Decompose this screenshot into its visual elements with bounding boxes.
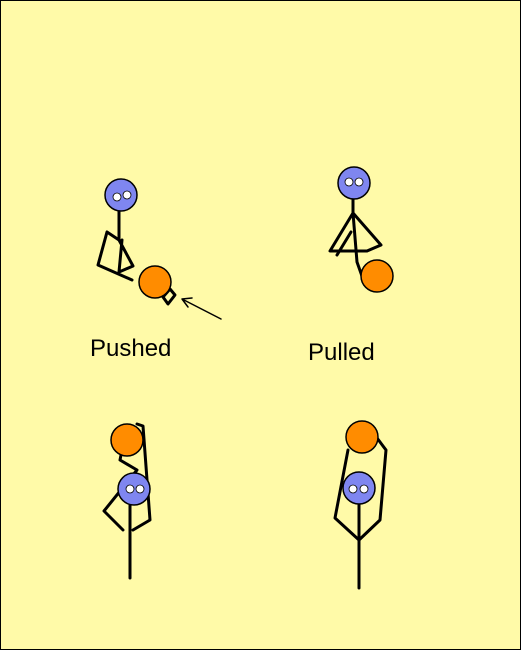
figure-pushed-top-body (98, 212, 133, 280)
figure-pushed-bottom (104, 424, 150, 578)
figure-pushed-top (98, 179, 221, 319)
label-pushed: Pushed (90, 337, 171, 361)
label-pulled: Pulled (308, 341, 375, 365)
ball-pulled-top (361, 260, 393, 292)
head-pushed-top (105, 179, 137, 211)
eye-icon (355, 178, 363, 186)
head-pulled-top (338, 167, 370, 199)
eye-icon (126, 485, 134, 493)
eye-icon (113, 193, 121, 201)
eye-icon (345, 178, 353, 186)
ball-pulled-bottom (346, 421, 378, 453)
head-pulled-bottom (343, 472, 375, 504)
figure-pulled-bottom-body (335, 438, 386, 588)
ball-pushed-bottom (111, 424, 143, 456)
ball-pushed-top (139, 266, 171, 298)
eye-icon (360, 485, 368, 493)
eye-icon (136, 485, 144, 493)
eye-icon (123, 191, 131, 199)
figure-pulled-top (330, 167, 393, 292)
push-arrow-icon (182, 298, 221, 319)
figure-pulled-bottom (335, 421, 386, 588)
eye-icon (349, 485, 357, 493)
